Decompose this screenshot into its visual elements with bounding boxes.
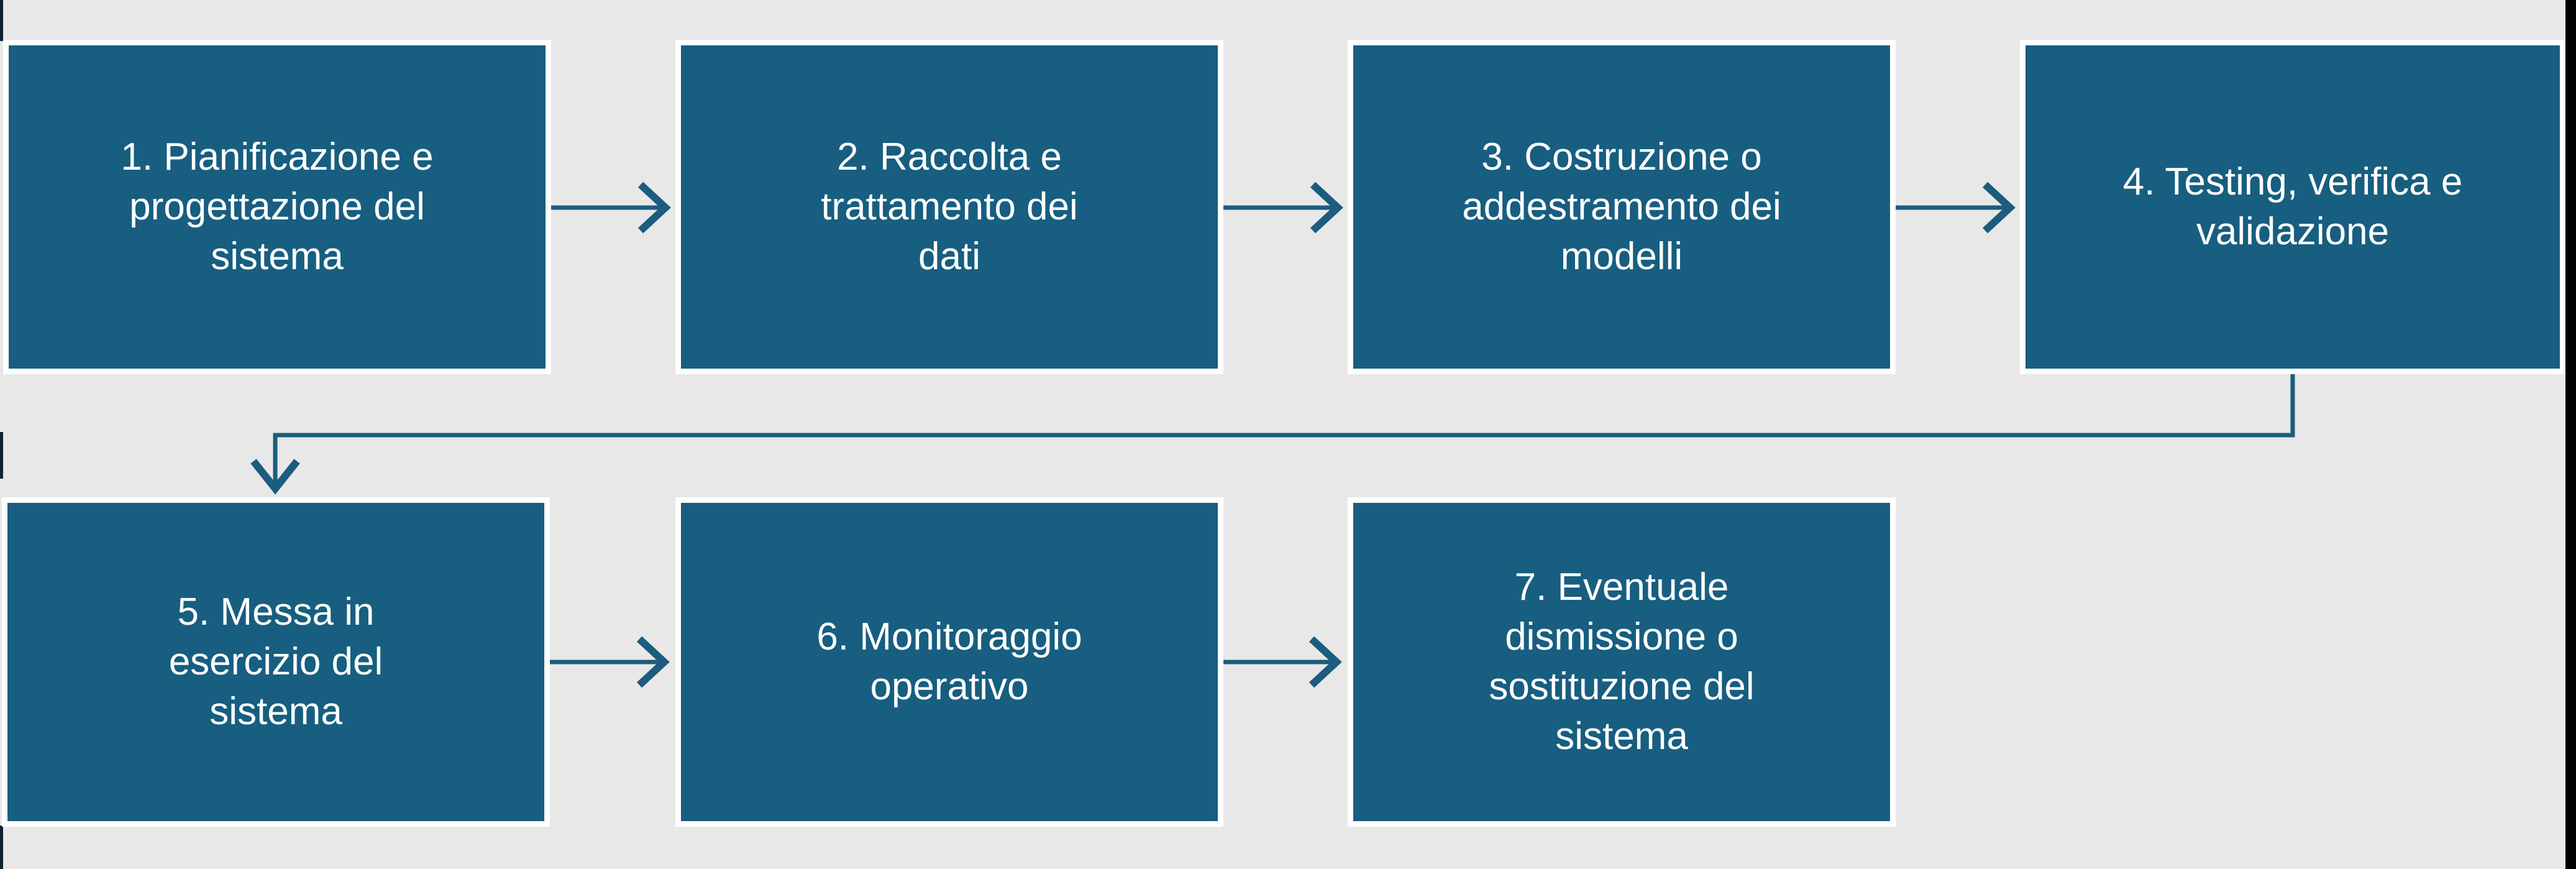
flow-step-4-line: 4. Testing, verifica e (2122, 160, 2463, 203)
flow-step-6: 6. Monitoraggio operativo (675, 497, 1223, 827)
flow-step-1: 1. Pianificazione e progettazione del si… (3, 40, 551, 374)
flow-step-1-line: 1. Pianificazione e (121, 136, 434, 178)
flow-step-6-line: 6. Monitoraggio (816, 615, 1082, 658)
flow-step-2-line: trattamento dei (821, 185, 1078, 228)
flow-step-4-line: validazione (2196, 210, 2390, 253)
flow-step-2: 2. Raccolta e trattamento dei dati (675, 40, 1223, 374)
left-edge-artifact (0, 825, 3, 869)
flow-step-1-line: progettazione del (129, 185, 425, 228)
flow-step-5: 5. Messa in esercizio del sistema (2, 497, 550, 827)
arrow-1-2 (551, 182, 671, 234)
flow-step-5-line: esercizio del (168, 640, 383, 683)
left-edge-artifact (0, 0, 3, 41)
flow-step-3-line: 3. Costruzione o (1481, 136, 1762, 178)
flow-step-7-line: sistema (1555, 715, 1688, 758)
flow-step-2-line: 2. Raccolta e (837, 136, 1062, 178)
left-edge-artifact (0, 432, 3, 479)
flow-step-3-line: addestramento dei (1462, 185, 1781, 228)
flow-step-3-line: modelli (1560, 235, 1683, 278)
flow-step-6-line: operativo (870, 665, 1029, 708)
flow-step-2-line: dati (918, 235, 980, 278)
flow-step-1-line: sistema (211, 235, 344, 278)
flow-step-7-line: dismissione o (1505, 615, 1738, 658)
right-edge-artifact (2565, 0, 2576, 869)
flow-step-4: 4. Testing, verifica e validazione (2020, 40, 2565, 374)
flow-step-7-line: sostituzione del (1489, 665, 1755, 708)
arrow-2-3 (1223, 182, 1343, 234)
arrow-6-7 (1222, 636, 1342, 688)
flow-step-3: 3. Costruzione o addestramento dei model… (1348, 40, 1896, 374)
flow-step-5-line: 5. Messa in (177, 591, 375, 633)
arrow-3-4 (1896, 182, 2016, 234)
arrow-4-5-elbow (250, 374, 2295, 495)
flow-step-7: 7. Eventuale dismissione o sostituzione … (1348, 497, 1896, 827)
flow-step-5-line: sistema (209, 690, 342, 733)
arrow-5-6 (550, 636, 670, 688)
flow-step-7-line: 7. Eventuale (1514, 566, 1729, 609)
